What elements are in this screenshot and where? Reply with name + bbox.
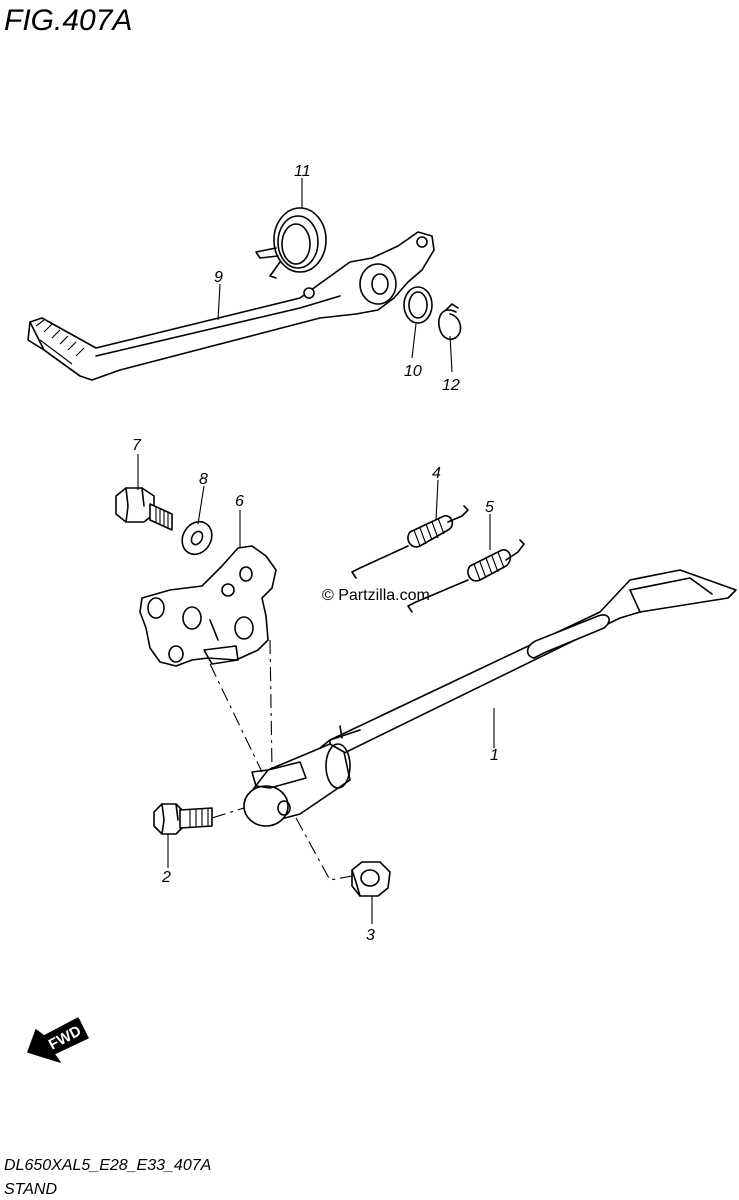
leader-lines (137, 178, 495, 924)
part-1-side-stand[interactable] (243, 569, 737, 827)
part-10-washer[interactable] (403, 286, 433, 324)
part-8-washer[interactable] (176, 516, 217, 559)
part-4-spring[interactable] (351, 505, 469, 579)
assembly-line (209, 663, 263, 773)
callout-7: 7 (132, 437, 142, 454)
assembly-line (269, 639, 273, 771)
part-9-pedal[interactable] (27, 231, 435, 381)
part-3-nut[interactable] (351, 861, 391, 897)
callout-6: 6 (235, 493, 244, 510)
callout-3: 3 (366, 927, 375, 944)
section-name: STAND (4, 1181, 57, 1198)
callout-2: 2 (161, 869, 171, 886)
watermark: © Partzilla.com (322, 587, 430, 604)
forward-arrow-icon: FWD (27, 1017, 89, 1063)
part-11-spring[interactable] (255, 207, 327, 279)
assembly-line (295, 817, 353, 881)
assembly-line (211, 807, 245, 819)
model-code: DL650XAL5_E28_E33_407A (4, 1157, 211, 1174)
callout-12: 12 (442, 377, 460, 394)
callout-1: 1 (490, 747, 499, 764)
callout-5: 5 (485, 499, 494, 516)
callout-10: 10 (404, 363, 422, 380)
part-12-circlip[interactable] (438, 303, 462, 341)
callout-4: 4 (432, 465, 441, 482)
part-5-spring[interactable] (407, 539, 525, 613)
callout-11: 11 (294, 163, 311, 180)
part-7-bolt[interactable] (115, 487, 173, 531)
figure-title: FIG.407A (4, 4, 132, 37)
part-2-bolt[interactable] (153, 803, 213, 835)
callout-8: 8 (199, 471, 208, 488)
part-6-bracket[interactable] (139, 545, 277, 667)
callout-9: 9 (214, 269, 223, 286)
